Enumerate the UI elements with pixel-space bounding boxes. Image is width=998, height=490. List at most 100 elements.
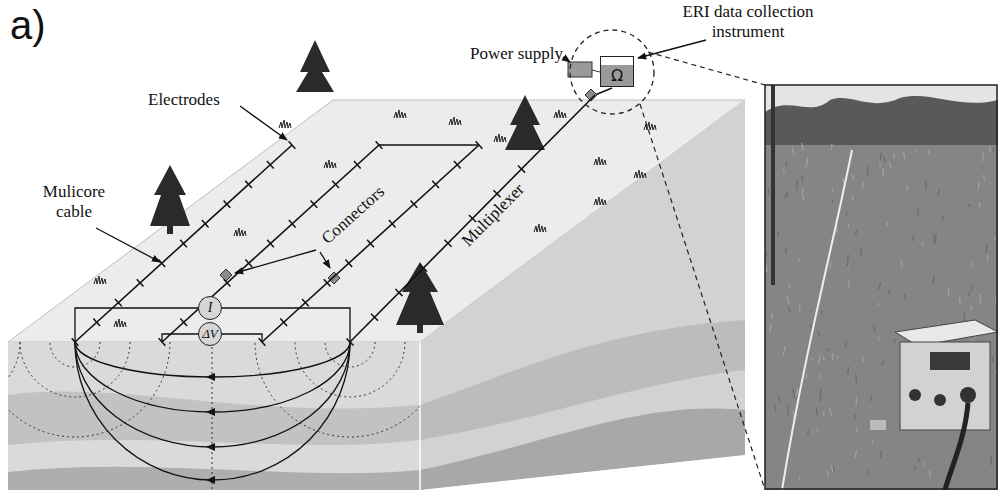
photo-grass-blade — [852, 195, 854, 201]
electrode — [518, 166, 525, 173]
right-face — [420, 100, 745, 490]
photo-grass-blade — [916, 149, 917, 152]
photo-grass-blade — [971, 285, 973, 291]
photo-grass-blade — [932, 276, 934, 285]
grass-tuft — [449, 117, 461, 125]
node-text: I — [208, 300, 213, 316]
photo-grass-blade — [933, 233, 934, 243]
grass-tuft — [594, 197, 606, 205]
photo-cable — [782, 150, 852, 490]
photo-grass-blade — [802, 196, 804, 200]
photo-grass-blade — [917, 207, 919, 216]
electrode — [267, 161, 274, 168]
photo-grass-blade — [806, 157, 808, 167]
photo-grass-blade — [856, 428, 858, 432]
photo-grass-blade — [884, 156, 885, 162]
grass-tuft — [234, 228, 246, 236]
photo-grass-blade — [807, 430, 809, 435]
photo-grass-blade — [823, 411, 825, 416]
photo-grass-blade — [811, 357, 813, 361]
photo-grass-blade — [879, 163, 880, 168]
equipotential — [325, 342, 375, 367]
electrode — [324, 279, 331, 286]
photo-grass-blade — [788, 283, 790, 288]
leader-arrow — [638, 40, 706, 58]
photo-grass-blade — [771, 313, 772, 319]
voltmeter: ΔV — [198, 322, 222, 346]
electrode — [371, 314, 378, 321]
tree-trunk — [167, 226, 173, 234]
electrode — [180, 319, 187, 326]
equipotential — [255, 342, 420, 437]
photo-grass-blade — [942, 216, 944, 221]
electrode — [346, 338, 353, 345]
grass-tuft — [279, 120, 291, 128]
photo-grass-blade — [893, 153, 895, 158]
grass-tuft — [644, 122, 656, 130]
photo-grass-blade — [802, 143, 804, 150]
multicore-cable — [75, 145, 292, 342]
photo-grass-blade — [819, 354, 821, 363]
photo-grass-blade — [868, 471, 870, 475]
grass-tuft — [324, 160, 336, 168]
photo-grass-blade — [820, 388, 822, 395]
grass-tuft — [634, 170, 646, 178]
photo-grass-blade — [827, 348, 828, 351]
electrode — [311, 200, 318, 207]
photo-grass-blade — [888, 289, 890, 293]
photo-grass-blade — [854, 415, 855, 419]
tree — [296, 40, 334, 92]
photo-pole — [771, 85, 775, 285]
photo-grass-blade — [970, 305, 972, 310]
photo-grass-blade — [819, 374, 820, 378]
photo-lead — [945, 403, 968, 490]
photo-grass-blade — [817, 428, 819, 432]
equipotential — [8, 342, 20, 402]
electrode — [159, 338, 166, 345]
electrode — [158, 259, 165, 266]
photo-grass-blade — [821, 311, 823, 314]
instrument-box: Ω — [600, 56, 634, 87]
photo-grass-blade — [832, 188, 833, 192]
electrode — [454, 161, 461, 168]
photo-grass-blade — [836, 226, 837, 233]
photo-grass-blade — [793, 389, 795, 398]
photo-grass-blade — [832, 199, 834, 203]
multicore-cable — [350, 95, 595, 342]
photo-grass-blade — [862, 182, 864, 189]
electrode — [224, 200, 231, 207]
photo-grass-blade — [783, 169, 785, 173]
photo-grass-blade — [819, 396, 821, 401]
node-text: ΔV — [202, 326, 218, 342]
node-text: Ω — [611, 66, 623, 85]
electrode — [332, 181, 339, 188]
equipotential — [20, 342, 130, 397]
tree — [150, 165, 190, 226]
electrode — [420, 264, 427, 271]
photo-grass-blade — [969, 204, 970, 207]
photo-grass-blade — [994, 237, 995, 240]
photo-grass-blade — [907, 186, 908, 191]
electrode — [395, 289, 402, 296]
photo-grass-blade — [799, 477, 800, 481]
photo-grass-blade — [846, 211, 847, 216]
multicore-cable — [162, 145, 379, 342]
photo-grass-blade — [778, 231, 779, 237]
grass-tuft — [94, 276, 106, 284]
cable-link — [379, 144, 479, 146]
current-arrow — [206, 408, 215, 416]
photo-grass-blade — [848, 367, 849, 374]
photo-grass-blade — [979, 203, 980, 207]
electrode — [202, 220, 209, 227]
electrode — [411, 200, 418, 207]
current-arrow — [206, 443, 215, 451]
leader-arrow — [240, 106, 287, 140]
photo-grass-blade — [880, 450, 881, 458]
photo-grass-blade — [922, 241, 924, 245]
photo-grass-blade — [853, 174, 854, 181]
electrode — [444, 240, 451, 247]
photo-socket — [934, 394, 946, 406]
electrode — [280, 319, 287, 326]
